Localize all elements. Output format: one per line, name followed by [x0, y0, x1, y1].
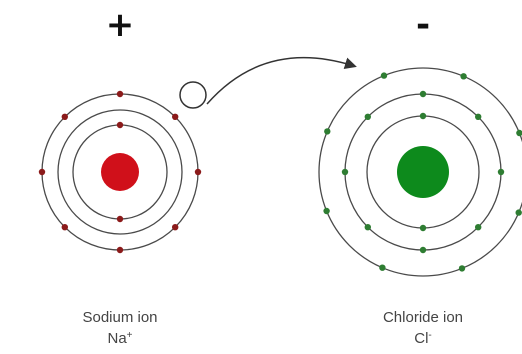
electron-transfer-arrow: [206, 56, 357, 105]
sodium-shell-electron: [116, 121, 124, 129]
sodium-shell-electron: [172, 113, 179, 121]
chloride-shell-electron: [497, 168, 505, 176]
chloride-ion-label: Chloride ion: [383, 309, 463, 326]
sodium-shell-electron: [116, 246, 124, 254]
chloride-shell-electron: [380, 72, 388, 79]
sodium-shell-electron: [61, 224, 68, 231]
chloride-shell-electron: [419, 224, 427, 232]
chloride-shell-outer: [318, 67, 522, 277]
sodium-shell-electron: [194, 168, 202, 176]
chloride-shell-electron: [379, 264, 386, 271]
sodium-shell-electron: [172, 224, 179, 231]
chloride-shell-electron: [341, 168, 349, 176]
chloride-shell-electron: [475, 113, 482, 121]
chloride-shell-electron: [323, 207, 330, 215]
sodium-nucleus: [101, 153, 139, 191]
transferred-electron-marker: [179, 81, 207, 109]
chloride-shell-electron: [364, 224, 371, 231]
sodium-charge-sign: +: [106, 5, 135, 45]
chloride-atom: -: [318, 5, 522, 277]
chloride-shell-electron: [516, 129, 522, 137]
chloride-charge-sign: -: [416, 5, 430, 45]
sodium-shell-electron: [61, 113, 68, 121]
chloride-formula-charge: -: [428, 330, 431, 341]
chloride-shell-electron: [419, 246, 427, 254]
chloride-shell-electron: [515, 209, 522, 216]
chloride-shell-electron: [324, 128, 331, 135]
chloride-shell-electron: [419, 90, 427, 98]
sodium-formula: Na+: [107, 330, 132, 347]
chloride-formula-base: Cl: [414, 330, 428, 347]
chloride-shell-electron: [364, 113, 371, 121]
chloride-shell-electron: [460, 73, 467, 80]
sodium-formula-base: Na: [107, 330, 127, 347]
sodium-electrons: [38, 90, 202, 254]
sodium-shell-middle: [57, 109, 183, 235]
chloride-shell-electron: [475, 224, 482, 231]
sodium-shell-electron: [116, 90, 124, 98]
chloride-shell-electron: [419, 112, 427, 120]
sodium-shell-electron: [116, 215, 124, 223]
sodium-formula-charge: +: [127, 330, 133, 341]
sodium-atom: +: [38, 5, 207, 254]
chloride-formula: Cl-: [414, 330, 432, 347]
sodium-shell-electron: [38, 168, 46, 176]
chloride-electrons: [323, 72, 522, 272]
sodium-ion-label: Sodium ion: [82, 309, 157, 326]
chloride-shell-electron: [458, 265, 466, 272]
chloride-nucleus: [397, 146, 449, 198]
